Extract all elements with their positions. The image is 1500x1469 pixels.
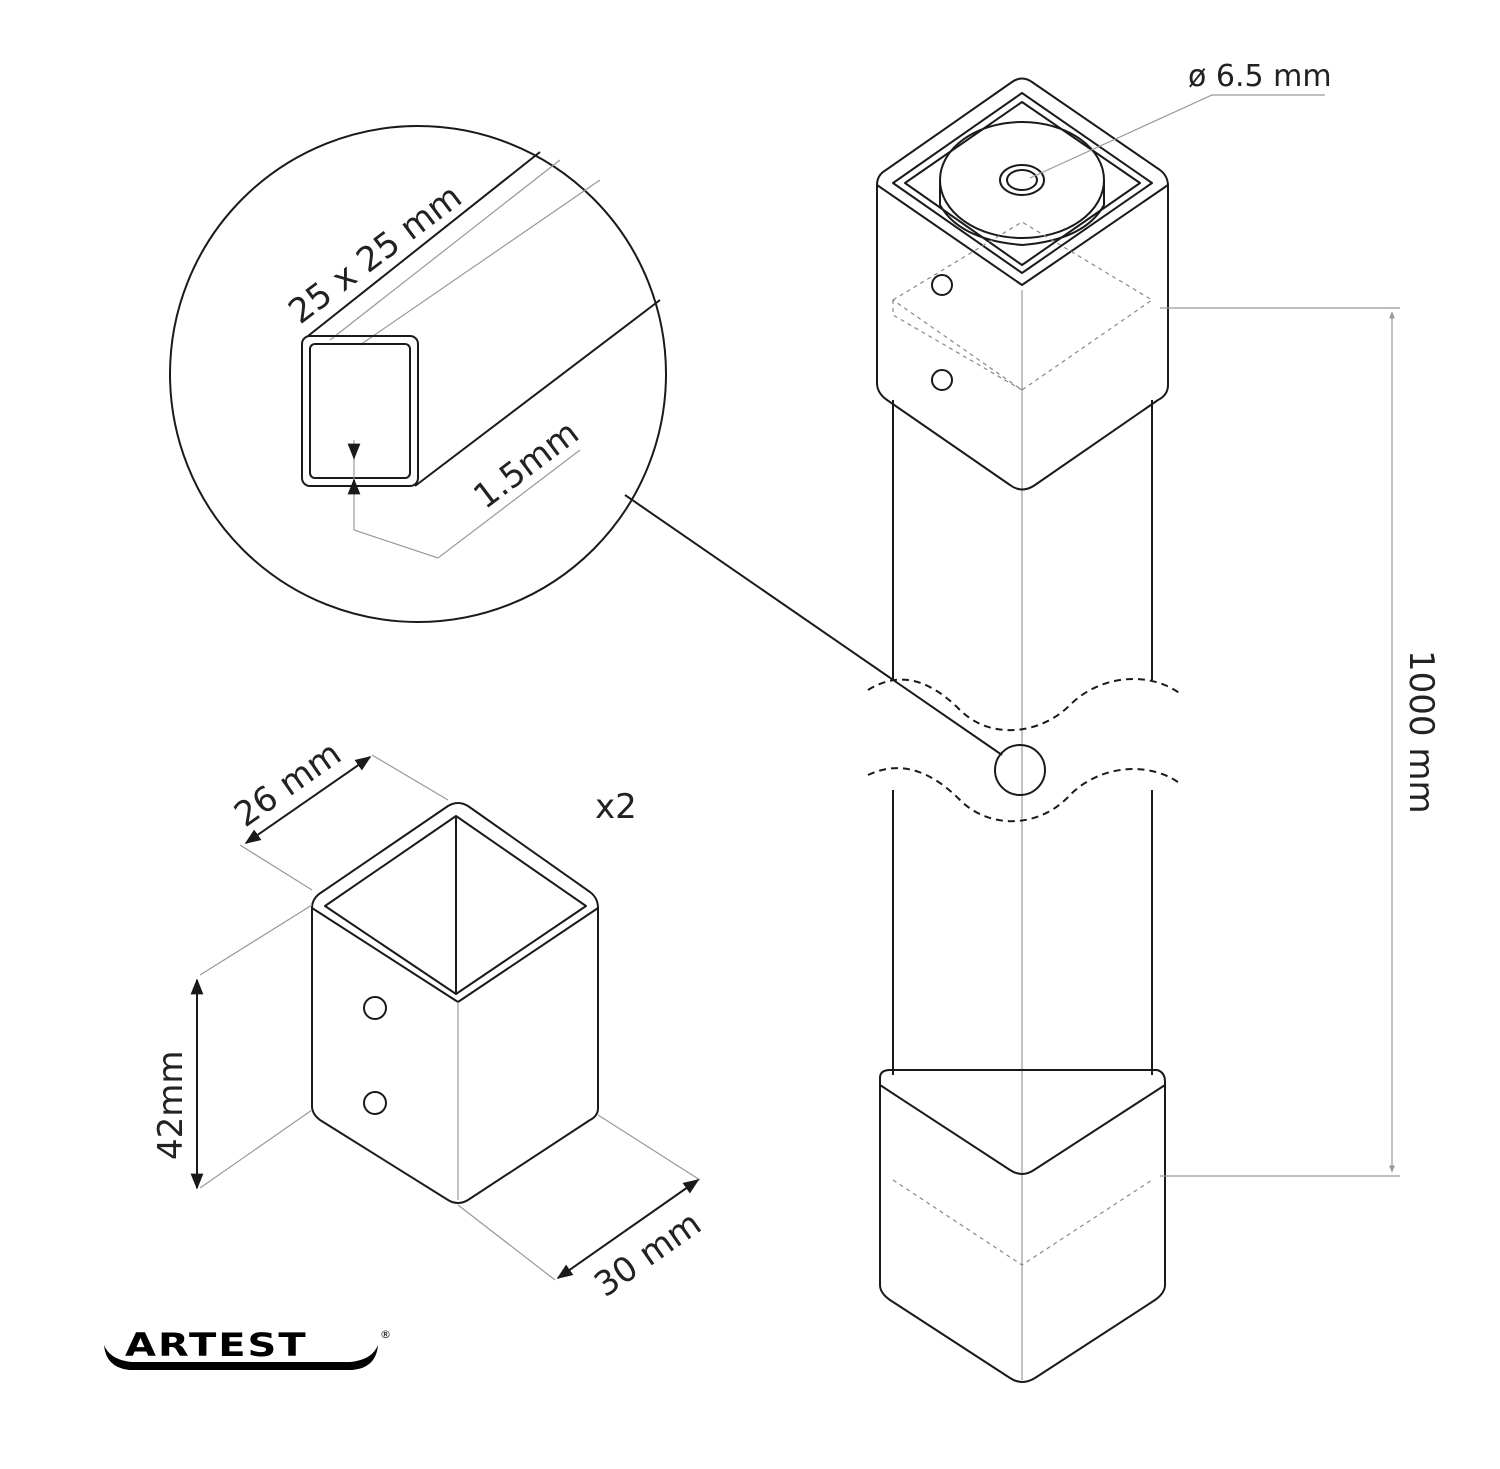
length-dimension: [1160, 307, 1400, 1177]
cap-screw-top: [931, 274, 953, 296]
cap-height-label: 42mm: [151, 1050, 191, 1160]
length-label: 1000 mm: [1401, 650, 1441, 814]
hole-leader: [1029, 94, 1325, 179]
profile-size-label: 25 x 25 mm: [281, 177, 469, 333]
cap-screw-bottom: [931, 369, 953, 391]
break-line-top: [867, 678, 1183, 731]
spare-cap: [190, 754, 701, 1281]
artest-logo: ARTEST ®: [104, 1326, 391, 1370]
detail-marker-circle: [994, 744, 1046, 796]
cap-screw-top: [363, 996, 387, 1020]
post-top-cap: [876, 77, 1169, 491]
cap-depth-label: 30 mm: [587, 1204, 708, 1306]
break-line-bottom: [867, 767, 1183, 823]
quantity-label: x2: [595, 787, 637, 827]
detail-leader: [624, 494, 1003, 756]
detail-view: [169, 125, 1003, 756]
post-bottom-cap: [879, 1069, 1166, 1383]
wall-thickness-label: 1.5mm: [466, 413, 586, 517]
cap-screw-bottom: [363, 1091, 387, 1115]
screw-hole: [999, 164, 1045, 196]
logo-text: ARTEST: [125, 1326, 308, 1364]
hole-diameter-label: ø 6.5 mm: [1188, 59, 1332, 94]
logo-registered-mark: ®: [380, 1328, 391, 1341]
post-tube: [867, 290, 1183, 1380]
